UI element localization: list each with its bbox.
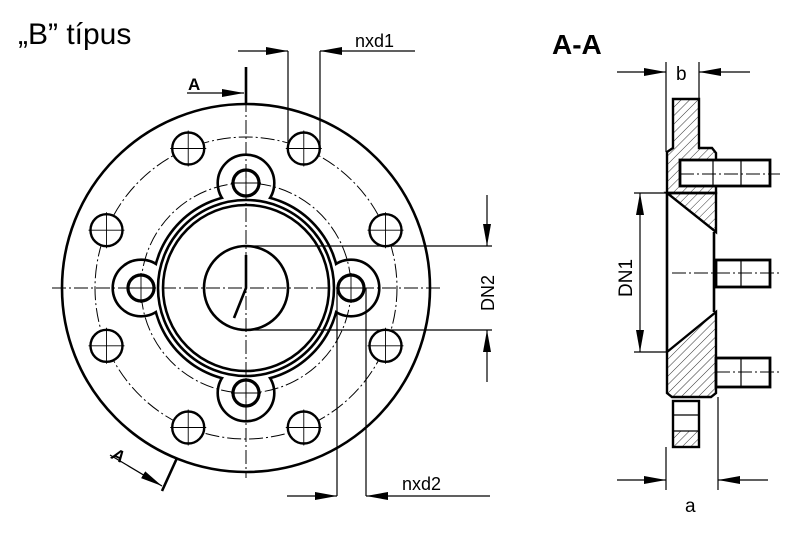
- stud-bottom: [714, 356, 780, 389]
- bolt-hole: [88, 327, 125, 364]
- bolt-hole: [285, 409, 322, 446]
- dn2-label: DN2: [478, 275, 498, 311]
- dimension-nxd2: nxd2: [287, 288, 490, 500]
- section-cut-bottom: [160, 457, 179, 492]
- bolt-hole: [170, 409, 207, 446]
- dimension-dn2: DN2: [246, 195, 498, 382]
- dimension-b: b: [617, 64, 750, 85]
- dimension-a: a: [617, 476, 768, 517]
- bolt-hole: [285, 130, 322, 167]
- front-view: A A nxd1 nxd2 DN2: [52, 31, 498, 500]
- section-lower-hub: [665, 309, 718, 399]
- section-mark-top: A: [188, 75, 200, 94]
- dn1-label: DN1: [616, 259, 637, 297]
- bolt-hole: [88, 212, 125, 249]
- section-arrow-bottom: [109, 454, 163, 487]
- a-label: a: [685, 496, 696, 517]
- bolt-hole: [367, 212, 404, 249]
- section-title: A-A: [552, 29, 602, 60]
- drawing-title: „B” típus: [18, 18, 131, 51]
- section-upper-cone: [663, 191, 718, 235]
- stud-top: [678, 158, 780, 188]
- nxd2-label: nxd2: [402, 474, 441, 494]
- section-view: b a DN1: [616, 62, 780, 517]
- nxd1-label: nxd1: [355, 31, 394, 51]
- bolt-hole: [170, 130, 207, 167]
- bolt-hole: [367, 327, 404, 364]
- dimension-dn1: DN1: [616, 192, 667, 353]
- b-label: b: [676, 64, 687, 85]
- stud-middle: [672, 258, 780, 289]
- lower-flange-hatch: [674, 431, 698, 446]
- dimension-nxd1: nxd1: [238, 31, 415, 148]
